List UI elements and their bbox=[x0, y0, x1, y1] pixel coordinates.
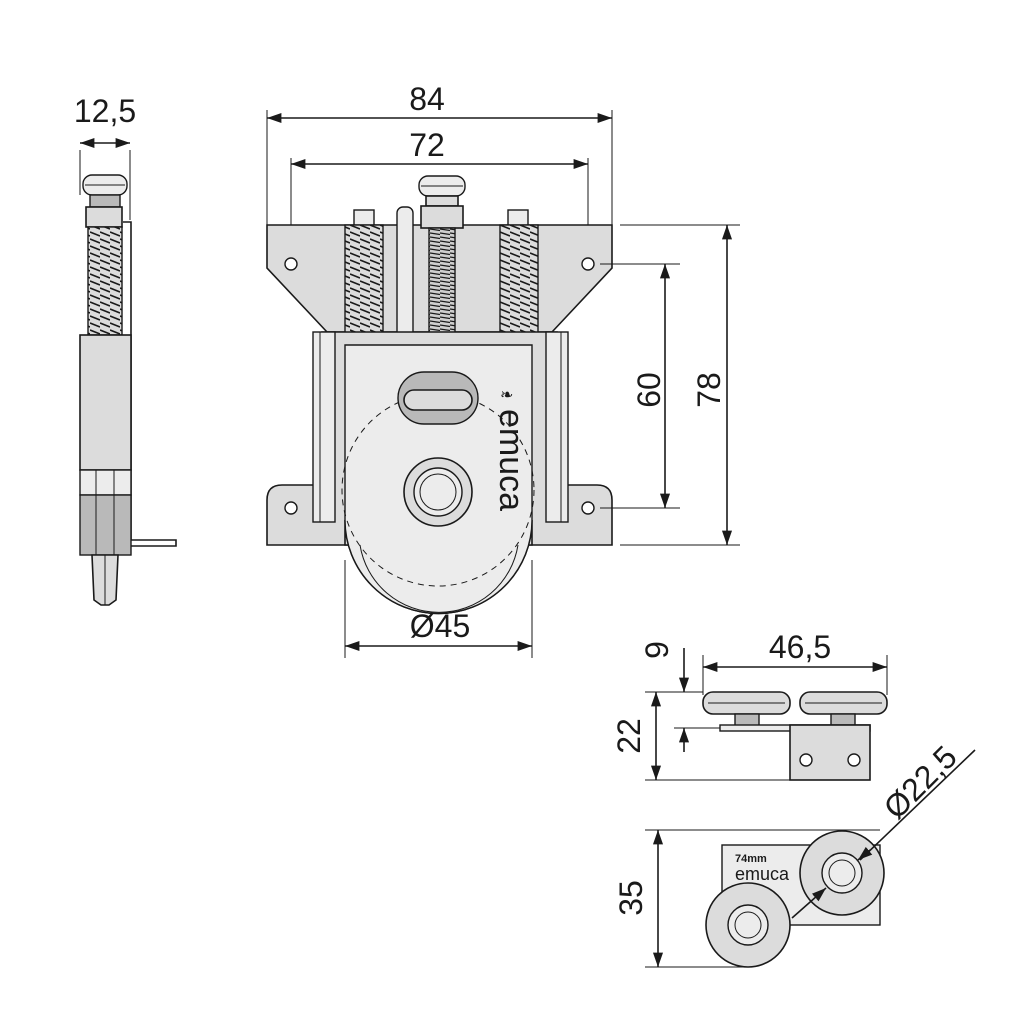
nut bbox=[85, 206, 123, 228]
flange-left bbox=[312, 331, 336, 523]
bracket-rod bbox=[123, 221, 177, 547]
size-mark: 74mm bbox=[735, 853, 767, 865]
dim-small-height: 22 bbox=[611, 718, 647, 754]
dim-hole-vertical: 60 bbox=[631, 372, 667, 408]
dim-overall-width: 84 bbox=[409, 81, 445, 117]
spring-cap-left bbox=[353, 209, 375, 226]
small-wheel-right-hub bbox=[821, 852, 863, 894]
small-bracket-hole-right bbox=[847, 753, 861, 767]
small-wheel-left-hub bbox=[727, 904, 769, 946]
front-view: 84 72 bbox=[266, 81, 740, 658]
slot-insert bbox=[403, 389, 473, 411]
spring-cap-right bbox=[507, 209, 529, 226]
guide-pin bbox=[396, 206, 414, 343]
side-body-lower bbox=[79, 469, 132, 496]
dim-small-width: 46,5 bbox=[769, 629, 831, 665]
axle-core bbox=[419, 473, 457, 511]
brand-swoosh-icon: ❧ bbox=[500, 387, 513, 404]
dim-overall-height: 78 bbox=[691, 372, 727, 408]
small-wheel-left-core bbox=[734, 911, 762, 939]
dim-small-offset: 9 bbox=[639, 641, 675, 659]
dimension-leader bbox=[857, 846, 873, 861]
wheel-inner-arc bbox=[359, 544, 519, 613]
axle-inner bbox=[413, 467, 463, 517]
small-wheel-right-core bbox=[828, 859, 856, 887]
spring bbox=[87, 226, 123, 336]
small-bracket bbox=[789, 724, 871, 781]
screw-neck bbox=[89, 194, 121, 208]
spring-right bbox=[499, 224, 539, 341]
small-bracket-hole-left bbox=[799, 753, 813, 767]
threaded-rod bbox=[428, 227, 456, 339]
brand-logo-small: emuca bbox=[735, 864, 790, 884]
washer bbox=[425, 195, 459, 207]
dim-wheel-diameter: Ø45 bbox=[410, 608, 470, 644]
dim-hole-spacing: 72 bbox=[409, 127, 445, 163]
adjust-nut bbox=[420, 205, 464, 229]
dimension-leader bbox=[859, 749, 976, 861]
flange-right bbox=[545, 331, 569, 523]
small-side-view: 46,5 9 22 bbox=[611, 629, 888, 781]
dimension-leader bbox=[791, 887, 827, 919]
dim-side-thickness: 12,5 bbox=[74, 93, 136, 129]
mount-hole-right bbox=[581, 257, 595, 271]
side-body-base bbox=[79, 494, 132, 556]
dim-small-wheel-diameter: Ø22,5 bbox=[877, 739, 964, 826]
side-view: 12,5 bbox=[74, 93, 177, 606]
mount-hole-left bbox=[284, 257, 298, 271]
brand-logo-main: emuca bbox=[492, 409, 530, 511]
spring-left bbox=[344, 224, 384, 341]
bracket-hole-right bbox=[581, 501, 595, 515]
dim-small-depth: 35 bbox=[613, 880, 649, 916]
bracket-hole-left bbox=[284, 501, 298, 515]
side-body bbox=[79, 334, 132, 471]
